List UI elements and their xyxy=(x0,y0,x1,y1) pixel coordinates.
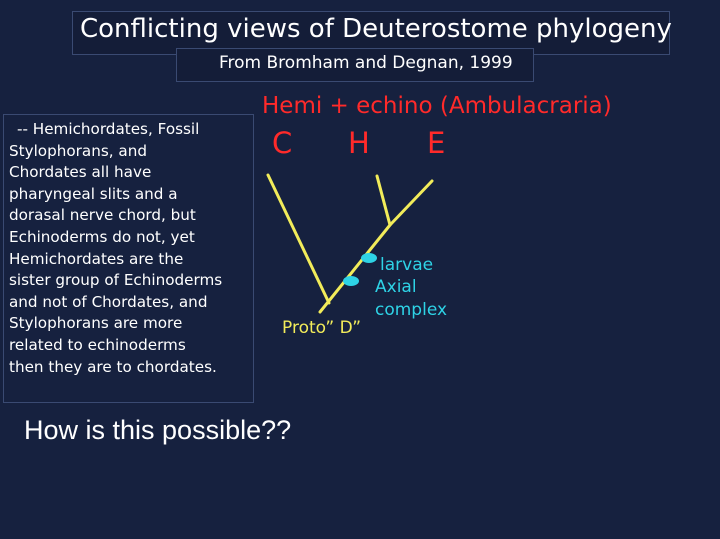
body-line: then they are to chordates. xyxy=(9,357,217,376)
branch-hemichordates xyxy=(375,174,392,227)
body-line: pharyngeal slits and a xyxy=(9,184,178,203)
character-marker-axial-complex xyxy=(343,276,359,286)
text-box xyxy=(3,114,254,403)
body-line: Hemichordates are the xyxy=(9,249,184,268)
taxon-label-c: C xyxy=(272,126,292,160)
branch-chordates xyxy=(266,173,331,305)
branch-echinoderms xyxy=(388,179,434,227)
question-text: How is this possible?? xyxy=(24,415,292,445)
body-line: Echinoderms do not, yet xyxy=(9,227,195,246)
body-line: related to echinoderms xyxy=(9,335,186,354)
character-label: complex xyxy=(375,300,447,320)
body-text: -- Hemichordates, Fossil Stylophorans, a… xyxy=(9,119,254,378)
character-label: larvae xyxy=(380,255,433,275)
taxon-label-e: E xyxy=(427,126,445,160)
body-line: -- Hemichordates, Fossil xyxy=(17,120,200,138)
body-line: dorasal nerve chord, but xyxy=(9,206,196,225)
tree-heading: Hemi + echino (Ambulacraria) xyxy=(262,93,612,119)
body-line: and not of Chordates, and xyxy=(9,292,208,311)
title-box xyxy=(72,11,670,55)
body-line: Chordates all have xyxy=(9,163,152,182)
character-marker-larvae xyxy=(361,253,377,263)
branch-ambulacraria xyxy=(318,223,392,314)
slide-subtitle: From Bromham and Degnan, 1999 xyxy=(219,53,513,73)
body-line: Stylophorans, and xyxy=(9,141,147,160)
character-label: Axial xyxy=(375,277,417,297)
slide-title: Conflicting views of Deuterostome phylog… xyxy=(80,14,672,44)
subtitle-box xyxy=(176,48,534,82)
body-line: sister group of Echinoderms xyxy=(9,271,223,290)
taxon-label-h: H xyxy=(348,126,370,160)
body-line: Stylophorans are more xyxy=(9,314,183,333)
root-label: Proto” D” xyxy=(282,318,361,338)
